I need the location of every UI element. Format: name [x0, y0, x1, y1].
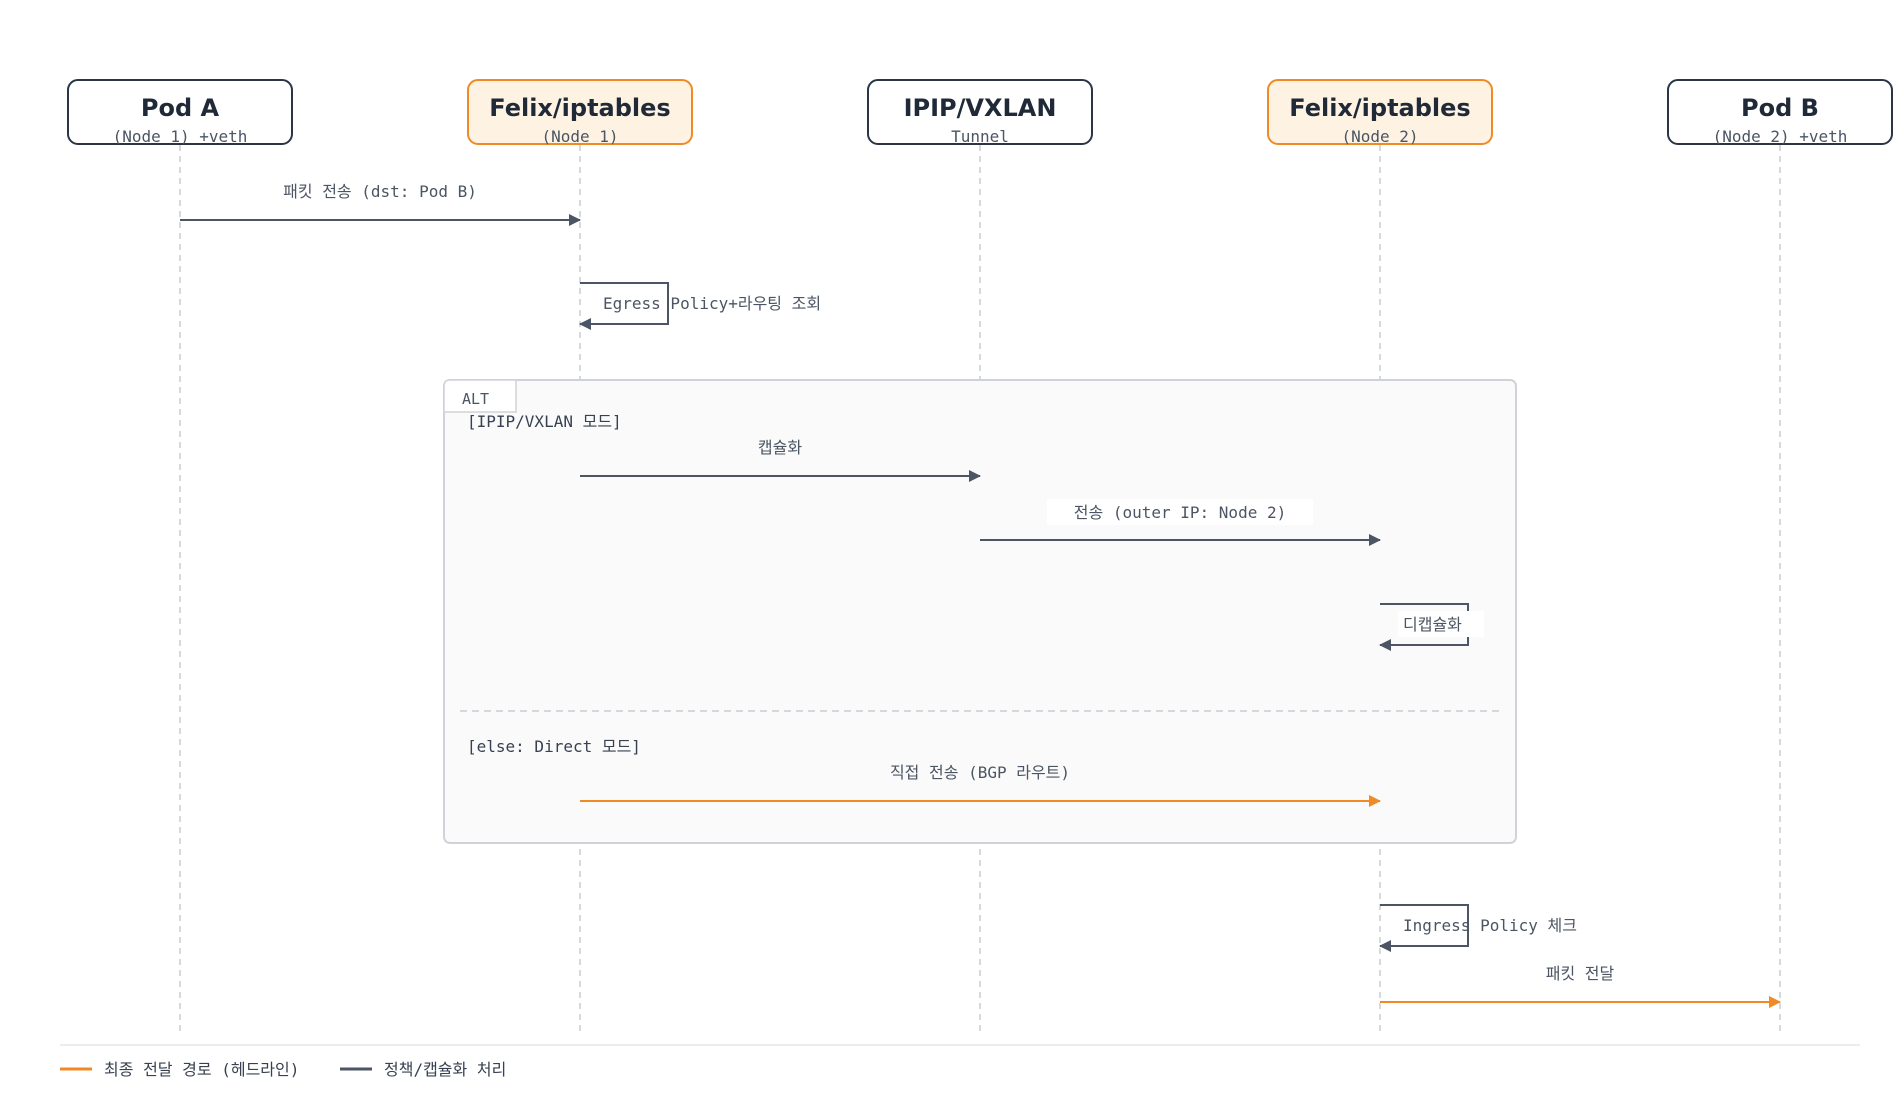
participant-subtitle: (Node 1) +veth: [113, 127, 248, 146]
participant-title: Felix/iptables: [489, 94, 670, 122]
message-label: 전송 (outer IP: Node 2): [1074, 503, 1286, 522]
message-label: 직접 전송 (BGP 라우트): [890, 763, 1070, 782]
legend-label-processing: 정책/캡슐화 처리: [384, 1060, 506, 1079]
participant-subtitle: Tunnel: [951, 127, 1009, 146]
participant-title: IPIP/VXLAN: [904, 94, 1057, 122]
alt-label: ALT: [462, 390, 489, 408]
participant-pod-a: Pod A (Node 1) +veth: [67, 79, 293, 146]
participant-felix-node2: Felix/iptables (Node 2): [1267, 79, 1493, 146]
messages: 패킷 전송 (dst: Pod B) Egress Policy+라우팅 조회 …: [180, 182, 1781, 1008]
message-egress-policy: Egress Policy+라우팅 조회: [579, 282, 821, 330]
participant-tunnel: IPIP/VXLAN Tunnel: [867, 79, 1093, 146]
participant-pod-b: Pod B (Node 2) +veth: [1667, 79, 1893, 146]
message-label: Egress Policy+라우팅 조회: [603, 294, 821, 313]
legend-label-final: 최종 전달 경로 (헤드라인): [104, 1060, 299, 1079]
message-label: 캡슐화: [758, 438, 802, 457]
message-label: 디캡슐화: [1403, 615, 1462, 634]
participant-title: Felix/iptables: [1289, 94, 1470, 122]
message-transmit-outer: 전송 (outer IP: Node 2): [980, 499, 1381, 546]
participant-subtitle: (Node 1): [541, 127, 618, 146]
message-deliver-packet: 패킷 전달: [1380, 964, 1781, 1008]
participant-felix-node1: Felix/iptables (Node 1): [467, 79, 693, 146]
message-label: Ingress Policy 체크: [1403, 916, 1577, 935]
message-label: 패킷 전달: [1546, 964, 1615, 983]
participant-subtitle: (Node 2): [1341, 127, 1418, 146]
alt-condition-tunnel: [IPIP/VXLAN 모드]: [467, 412, 622, 431]
participant-title: Pod A: [141, 94, 220, 122]
message-decapsulate: 디캡슐화: [1379, 603, 1484, 651]
alt-condition-direct: [else: Direct 모드]: [467, 737, 641, 756]
message-label: 패킷 전송 (dst: Pod B): [283, 182, 477, 201]
alt-tab: [443, 379, 517, 413]
message-send-packet: 패킷 전송 (dst: Pod B): [180, 182, 581, 226]
message-ingress-policy: Ingress Policy 체크: [1379, 904, 1577, 952]
alt-frame: ALT [IPIP/VXLAN 모드] [else: Direct 모드]: [443, 379, 1517, 844]
message-encapsulate: 캡슐화: [580, 438, 981, 482]
participant-title: Pod B: [1741, 94, 1819, 122]
participant-subtitle: (Node 2) +veth: [1713, 127, 1848, 146]
message-direct-transmit: 직접 전송 (BGP 라우트): [580, 763, 1381, 807]
legend: 최종 전달 경로 (헤드라인) 정책/캡슐화 처리: [60, 1060, 506, 1079]
